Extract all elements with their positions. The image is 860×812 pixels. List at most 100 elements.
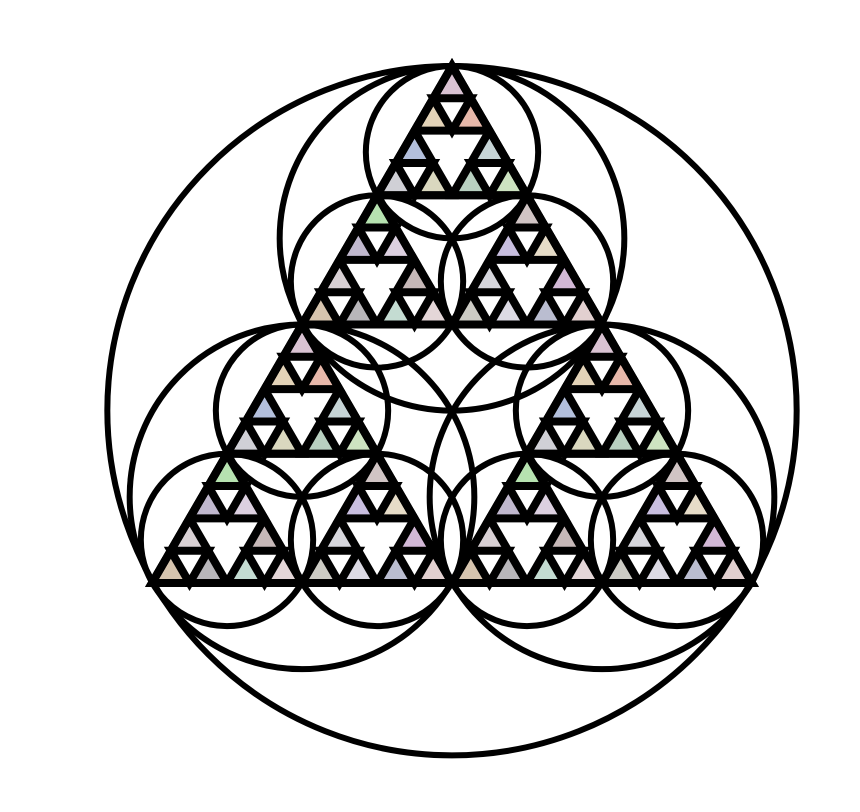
leaf-triangle-fill-32	[227, 421, 265, 454]
leaf-triangle-fill-58	[545, 389, 584, 422]
triangle-outline-22	[538, 288, 591, 333]
leaf-triangle-fill-53	[377, 550, 415, 583]
leaf-triangle-fill-42	[189, 550, 227, 583]
leaf-triangle-fill-51	[339, 550, 377, 583]
triangle-outline-42	[313, 546, 366, 591]
leaf-triangle-fill-38	[189, 486, 227, 519]
triangle-outline-57	[463, 546, 516, 591]
triangle-outline-40	[351, 482, 403, 527]
leaf-triangle-fill-8	[452, 162, 490, 196]
leaf-triangle-fill-43	[245, 518, 284, 551]
leaf-triangle-fill-23	[452, 292, 490, 325]
leaf-triangle-fill-39	[227, 486, 265, 519]
leaf-triangle-fill-80	[677, 550, 715, 583]
triangle-outline-26	[276, 352, 328, 398]
leaf-triangle-fill-7	[470, 130, 509, 163]
leaf-triangle-fill-3	[452, 98, 490, 131]
leaf-triangle-fill-25	[545, 259, 584, 293]
leaf-triangle-fill-79	[695, 518, 734, 551]
leaf-triangle-fill-13	[320, 259, 359, 293]
leaf-triangle-fill-34	[320, 389, 359, 422]
leaf-triangle-fill-27	[564, 292, 602, 325]
leaf-triangle-fill-10	[358, 195, 396, 228]
triangle-outline-35	[163, 546, 216, 591]
triangle-outline-8	[463, 158, 516, 204]
leaf-triangle-fill-36	[339, 421, 377, 454]
leaf-triangle-fill-20	[489, 227, 527, 260]
circle-outline-layer	[104, 63, 800, 759]
triangle-outline-4	[426, 94, 478, 139]
leaf-triangle-fill-16	[395, 259, 434, 293]
leaf-triangle-fill-54	[414, 550, 452, 583]
triangle-outline-30	[313, 417, 366, 462]
leaf-triangle-fill-29	[264, 356, 302, 390]
triangle-outline-59	[538, 546, 591, 591]
leaf-triangle-fill-31	[245, 389, 284, 422]
triangle-outline-20	[463, 288, 516, 333]
leaf-triangle-fill-50	[302, 550, 340, 583]
leaf-triangle-fill-60	[564, 421, 602, 454]
leaf-triangle-fill-11	[339, 227, 377, 260]
leaf-triangle-fill-15	[339, 292, 377, 325]
leaf-triangle-fill-18	[414, 292, 452, 325]
leaf-triangle-fill-75	[677, 486, 715, 519]
leaf-triangle-fill-28	[283, 324, 321, 357]
leaf-triangle-fill-78	[639, 550, 677, 583]
triangle-outline-66	[688, 546, 741, 591]
leaf-triangle-fill-76	[620, 518, 659, 551]
leaf-triangle-fill-21	[527, 227, 565, 260]
leaf-triangle-fill-77	[602, 550, 640, 583]
triangle-outline-44	[388, 546, 441, 591]
triangle-outline-layer	[145, 58, 759, 591]
circumcircle-11	[437, 450, 617, 630]
triangle-outline-52	[613, 417, 666, 462]
leaf-triangle-fill-74	[639, 486, 677, 519]
leaf-triangle-fill-5	[377, 162, 415, 196]
leaf-triangle-fill-63	[639, 421, 677, 454]
triangle-outline-48	[576, 352, 628, 398]
triangle-outline-18	[501, 223, 553, 268]
leaf-triangle-fill-45	[264, 550, 302, 583]
leaf-triangle-fill-69	[489, 550, 527, 583]
leaf-triangle-fill-61	[620, 389, 659, 422]
triangle-outline-33	[201, 482, 253, 527]
leaf-triangle-fill-70	[545, 518, 584, 551]
leaf-triangle-fill-12	[377, 227, 415, 260]
leaf-triangle-fill-59	[527, 421, 565, 454]
leaf-triangle-fill-57	[602, 356, 640, 390]
circumcircle-8	[287, 450, 467, 630]
leaf-triangle-fill-33	[264, 421, 302, 454]
triangle-outline-6	[388, 158, 441, 204]
leaf-triangle-fill-22	[470, 259, 509, 293]
triangle-outline-64	[613, 546, 666, 591]
triangle-outline-55	[501, 482, 553, 527]
triangle-outline-13	[313, 288, 366, 333]
leaf-triangle-fill-52	[395, 518, 434, 551]
triangle-outline-62	[651, 482, 703, 527]
leaf-triangle-fill-9	[489, 162, 527, 196]
leaf-triangle-fill-56	[564, 356, 602, 390]
circumcircle-7	[137, 450, 317, 630]
leaf-triangle-fill-64	[508, 453, 546, 487]
leaf-triangle-fill-47	[339, 486, 377, 519]
leaf-triangle-fill-55	[583, 324, 621, 357]
leaf-triangle-fill-37	[208, 453, 246, 487]
leaf-triangle-fill-1	[433, 66, 471, 99]
leaf-triangle-fill-72	[564, 550, 602, 583]
triangle-outline-37	[238, 546, 291, 591]
leaf-triangle-fill-30	[302, 356, 340, 390]
leaf-triangle-fill-49	[320, 518, 359, 551]
leaf-triangle-fill-73	[658, 453, 696, 487]
leaf-triangle-fill-67	[470, 518, 509, 551]
leaf-triangle-fill-62	[602, 421, 640, 454]
leaf-triangle-fill-44	[227, 550, 265, 583]
leaf-triangle-fill-19	[508, 195, 546, 228]
leaf-triangle-fill-66	[527, 486, 565, 519]
leaf-triangle-fill-4	[395, 130, 434, 163]
triangle-fill-layer	[152, 66, 752, 583]
leaf-triangle-fill-48	[377, 486, 415, 519]
triangle-outline-15	[388, 288, 441, 333]
leaf-triangle-fill-46	[358, 453, 396, 487]
